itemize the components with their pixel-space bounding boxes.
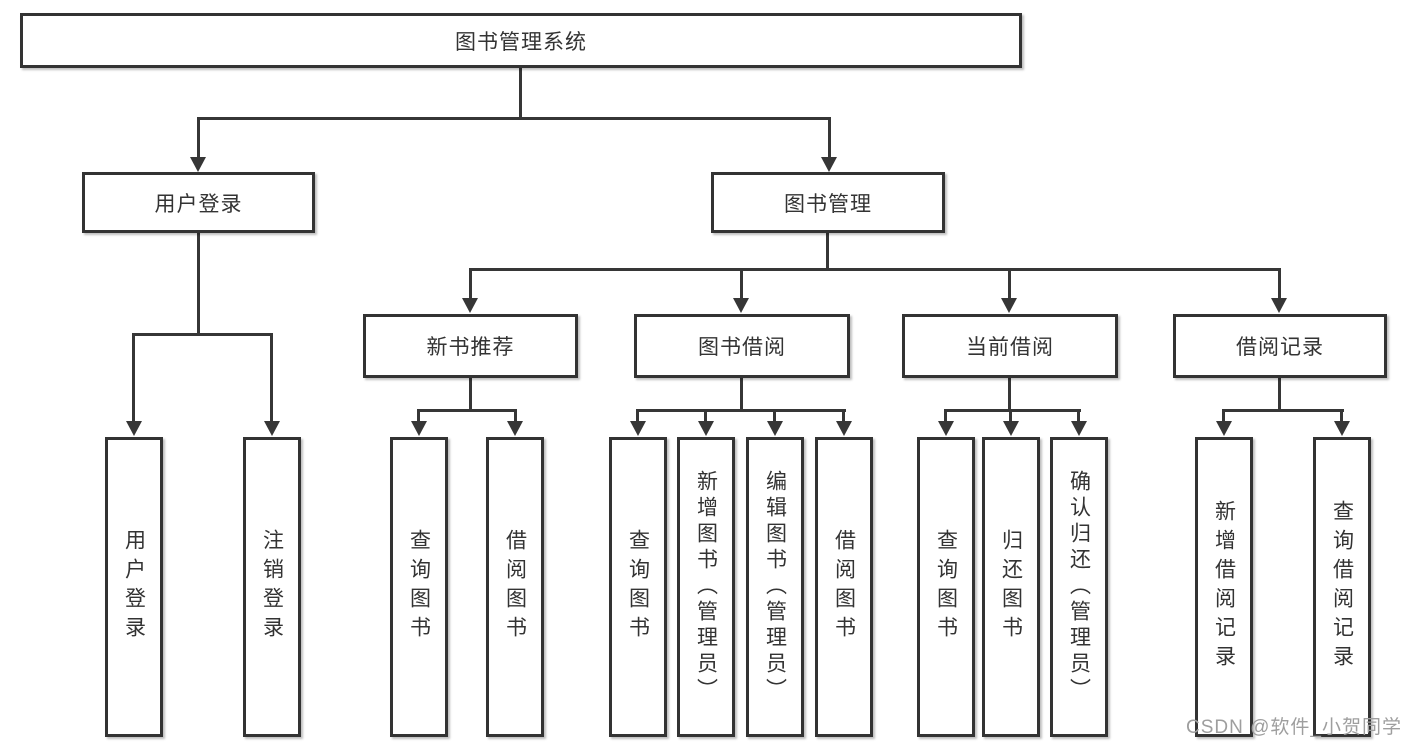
arrowhead-leaf-login	[126, 421, 142, 436]
arrowhead-current-borrowing	[1001, 298, 1017, 313]
connector-book-borrowing-stem	[740, 378, 743, 412]
arrowhead-new-book-recommend	[462, 298, 478, 313]
node-current-borrowing: 当前借阅	[902, 314, 1118, 378]
arrowhead-leaf-borrow-books-2	[836, 421, 852, 436]
connector-to-book-borrowing	[740, 268, 743, 299]
node-book-borrowing-label: 图书借阅	[698, 336, 786, 359]
arrowhead-leaf-edit-books	[767, 421, 783, 436]
arrowhead-leaf-confirm-return	[1071, 421, 1087, 436]
connector-book-management-crossbar	[469, 268, 1281, 271]
arrowhead-leaf-query-books-3	[938, 421, 954, 436]
connector-root-crossbar	[197, 117, 831, 120]
connector-to-leaf-return-books	[1009, 409, 1012, 423]
leaf-logout-label: 注销登录	[260, 529, 284, 645]
connector-to-leaf-query-books-1	[417, 409, 420, 423]
node-new-book-recommend: 新书推荐	[363, 314, 578, 378]
leaf-return-books-label: 归还图书	[999, 529, 1023, 645]
connector-to-borrowing-records	[1278, 268, 1281, 299]
node-borrowing-records-label: 借阅记录	[1236, 336, 1324, 359]
arrowhead-leaf-return-books	[1003, 421, 1019, 436]
connector-to-leaf-confirm-return	[1077, 409, 1080, 423]
connector-book-management-stem	[826, 233, 829, 271]
connector-to-user-login	[197, 117, 200, 159]
leaf-borrow-books-label: 借阅图书	[832, 529, 856, 645]
connector-current-borrowing-crossbar	[944, 409, 1081, 412]
arrowhead-leaf-query-books-2	[630, 421, 646, 436]
connector-to-leaf-query-record	[1340, 409, 1343, 423]
connector-to-leaf-borrow-books-2	[842, 409, 845, 423]
connector-current-borrowing-stem	[1008, 378, 1011, 412]
connector-to-leaf-add-books	[704, 409, 707, 423]
arrowhead-leaf-query-books-1	[411, 421, 427, 436]
node-current-borrowing-label: 当前借阅	[966, 336, 1054, 359]
connector-new-book-recommend-stem	[469, 378, 472, 412]
leaf-borrow-books: 借阅图书	[815, 437, 873, 737]
arrowhead-leaf-add-record	[1216, 421, 1232, 436]
arrowhead-leaf-add-books	[698, 421, 714, 436]
connector-book-borrowing-crossbar	[636, 409, 846, 412]
leaf-return-books: 归还图书	[982, 437, 1040, 737]
leaf-query-books-current: 查询图书	[917, 437, 975, 737]
leaf-query-books-recommend: 查询图书	[390, 437, 448, 737]
node-new-book-recommend-label: 新书推荐	[426, 336, 515, 359]
connector-borrowing-records-stem	[1278, 378, 1281, 412]
connector-user-login-stem	[197, 233, 200, 336]
leaf-confirm-return-admin-label: 确认归还（管理员）	[1067, 470, 1091, 704]
connector-new-book-recommend-crossbar	[417, 409, 517, 412]
csdn-watermark: CSDN @软件_小贺同学	[1186, 717, 1402, 738]
leaf-borrow-books-recommend-label: 借阅图书	[503, 529, 527, 645]
arrowhead-leaf-logout	[264, 421, 280, 436]
node-book-borrowing: 图书借阅	[634, 314, 850, 378]
connector-to-new-book-recommend	[469, 268, 472, 299]
connector-to-leaf-query-books-3	[944, 409, 947, 423]
connector-to-current-borrowing	[1008, 268, 1011, 299]
node-user-login-label: 用户登录	[154, 192, 243, 216]
leaf-add-books-admin-label: 新增图书（管理员）	[694, 470, 718, 704]
arrowhead-leaf-borrow-books-1	[507, 421, 523, 436]
connector-to-leaf-logout	[270, 333, 273, 422]
leaf-user-login: 用户登录	[105, 437, 163, 737]
leaf-logout: 注销登录	[243, 437, 301, 737]
connector-to-book-management	[828, 117, 831, 159]
connector-borrowing-records-crossbar	[1222, 409, 1344, 412]
node-book-management-label: 图书管理	[784, 192, 872, 216]
connector-to-leaf-login	[132, 333, 135, 422]
leaf-query-books-current-label: 查询图书	[934, 529, 958, 645]
leaf-add-books-admin: 新增图书（管理员）	[677, 437, 735, 737]
leaf-user-login-label: 用户登录	[122, 529, 146, 645]
leaf-edit-books-admin-label: 编辑图书（管理员）	[763, 470, 787, 704]
arrowhead-book-management	[821, 157, 837, 172]
leaf-query-borrow-record-label: 查询借阅记录	[1330, 500, 1354, 674]
node-root-label: 图书管理系统	[455, 30, 587, 54]
node-borrowing-records: 借阅记录	[1173, 314, 1387, 378]
node-user-login: 用户登录	[82, 172, 315, 233]
connector-to-leaf-borrow-books-1	[514, 409, 517, 423]
leaf-query-books-recommend-label: 查询图书	[407, 529, 431, 645]
leaf-add-borrow-record: 新增借阅记录	[1195, 437, 1253, 737]
connector-to-leaf-add-record	[1222, 409, 1225, 423]
leaf-borrow-books-recommend: 借阅图书	[486, 437, 544, 737]
arrowhead-book-borrowing	[733, 298, 749, 313]
arrowhead-user-login	[190, 157, 206, 172]
leaf-query-books-borrow: 查询图书	[609, 437, 667, 737]
leaf-query-books-borrow-label: 查询图书	[626, 529, 650, 645]
node-root: 图书管理系统	[20, 13, 1022, 68]
connector-root-stem	[519, 66, 522, 119]
leaf-confirm-return-admin: 确认归还（管理员）	[1050, 437, 1108, 737]
node-book-management: 图书管理	[711, 172, 945, 233]
arrowhead-borrowing-records	[1271, 298, 1287, 313]
leaf-add-borrow-record-label: 新增借阅记录	[1212, 500, 1236, 674]
arrowhead-leaf-query-record	[1334, 421, 1350, 436]
leaf-query-borrow-record: 查询借阅记录	[1313, 437, 1371, 737]
connector-user-login-crossbar	[132, 333, 273, 336]
connector-to-leaf-edit-books	[773, 409, 776, 423]
leaf-edit-books-admin: 编辑图书（管理员）	[746, 437, 804, 737]
connector-to-leaf-query-books-2	[636, 409, 639, 423]
